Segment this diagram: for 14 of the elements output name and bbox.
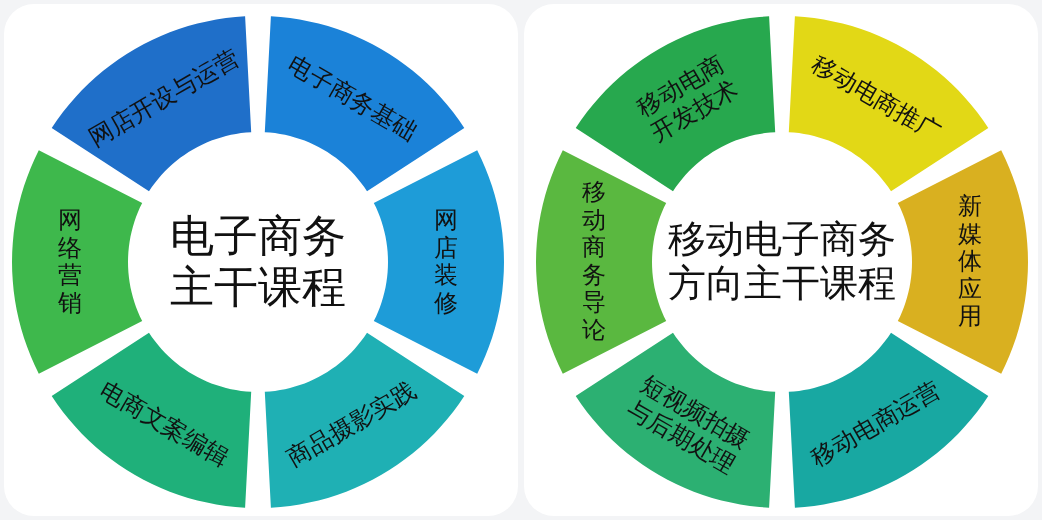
segment-label: 网店装修: [433, 206, 459, 318]
segment-label: 网店开设与运营: [84, 45, 244, 154]
segment-label: 移动电商开发技术: [631, 50, 745, 149]
segment-label: 商品摄影实践: [282, 376, 422, 473]
segment-label: 短视频拍摄与后期处理: [621, 369, 756, 480]
center-label: 电子商务主干课程: [169, 211, 347, 313]
segment-label: 电商文案编辑: [94, 376, 234, 473]
segment-label: 移动电商运营: [806, 376, 946, 473]
center-label: 移动电子商务方向主干课程: [667, 218, 897, 306]
segment-label: 网络营销: [57, 206, 83, 318]
segment-label: 移动电商推广: [806, 51, 946, 148]
segment-label: 移动商务导论: [581, 179, 607, 345]
segment-label: 电子商务基础: [282, 51, 422, 148]
segment-label: 新媒体应用: [957, 193, 983, 331]
